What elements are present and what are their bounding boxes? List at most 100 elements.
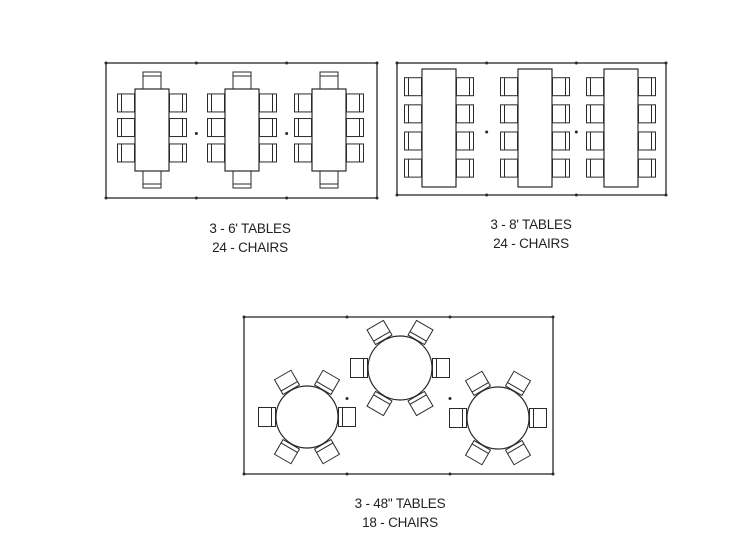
table-group — [404, 68, 474, 188]
table-group — [586, 68, 656, 188]
tent-pole — [395, 193, 399, 197]
chair-seat — [259, 93, 277, 113]
chair — [117, 143, 135, 163]
chair — [338, 407, 356, 427]
table — [603, 68, 639, 188]
chair-seat — [294, 118, 312, 138]
chair-seat — [207, 93, 225, 113]
table-group — [449, 370, 547, 466]
round-table — [367, 335, 433, 401]
caption-title: 3 - 8' TABLES — [490, 217, 572, 232]
chair-back — [507, 443, 525, 454]
chair — [294, 143, 312, 163]
tent-pole — [448, 472, 452, 476]
chair — [273, 369, 301, 396]
chair — [638, 158, 656, 178]
chair — [117, 93, 135, 113]
caption-title: 3 - 48" TABLES — [354, 496, 446, 511]
chair — [207, 118, 225, 138]
chair-seat — [294, 143, 312, 163]
chair — [142, 170, 162, 189]
caption-title: 3 - 6' TABLES — [209, 221, 291, 236]
chair-seat — [169, 118, 187, 138]
chair — [552, 77, 570, 97]
chair-seat — [586, 158, 604, 178]
chair-seat — [449, 408, 467, 428]
tent-pole — [574, 61, 578, 65]
chair — [500, 158, 518, 178]
chair-back — [409, 331, 427, 342]
chair — [552, 158, 570, 178]
chair-seat — [169, 93, 187, 113]
chair-seat — [259, 118, 277, 138]
table-group — [258, 369, 356, 465]
chair-back — [316, 381, 334, 392]
tent-pole — [194, 132, 198, 135]
tent-pole — [285, 61, 289, 65]
tent-outline — [396, 62, 667, 196]
chair-seat — [432, 358, 450, 378]
chair-seat — [456, 104, 474, 124]
tent-pole — [574, 193, 578, 197]
chair — [456, 131, 474, 151]
chair — [500, 131, 518, 151]
chair — [366, 319, 393, 346]
chair-seat — [500, 77, 518, 97]
table — [517, 68, 553, 188]
chair-seat — [319, 71, 339, 90]
chair-back — [373, 331, 391, 342]
table-group — [500, 68, 570, 188]
chair — [529, 408, 547, 428]
caption-eight-foot: 3 - 8' TABLES 24 - CHAIRS — [431, 215, 631, 253]
table-group — [207, 71, 277, 189]
tent-pole — [345, 315, 349, 319]
chair — [638, 77, 656, 97]
chair — [117, 118, 135, 138]
chair — [638, 131, 656, 151]
chair — [169, 93, 187, 113]
chair-seat — [404, 77, 422, 97]
chair — [232, 170, 252, 189]
chair — [456, 104, 474, 124]
chair — [586, 158, 604, 178]
chair — [142, 71, 162, 90]
chair-back — [471, 443, 489, 454]
chair — [169, 143, 187, 163]
chair-back — [471, 382, 489, 393]
chair — [456, 77, 474, 97]
tent-pole — [194, 61, 198, 65]
table-group — [117, 71, 187, 189]
chair-seat — [404, 104, 422, 124]
round-table — [275, 385, 339, 449]
chair-seat — [529, 408, 547, 428]
chair — [346, 93, 364, 113]
chair — [500, 104, 518, 124]
chair-seat — [638, 131, 656, 151]
chair-back — [280, 381, 298, 392]
table — [311, 88, 347, 172]
table-group — [350, 319, 450, 417]
chair-seat — [294, 93, 312, 113]
chair-seat — [117, 118, 135, 138]
chair-seat — [142, 71, 162, 90]
chair-seat — [346, 118, 364, 138]
chair — [638, 104, 656, 124]
chair-back — [507, 382, 525, 393]
chair — [319, 170, 339, 189]
chair-seat — [500, 158, 518, 178]
chair-seat — [586, 77, 604, 97]
chair-seat — [117, 143, 135, 163]
chair-seat — [500, 131, 518, 151]
tent-pole — [448, 315, 452, 319]
chair-seat — [346, 143, 364, 163]
tent-pole — [104, 61, 108, 65]
caption-subtitle: 24 - CHAIRS — [212, 240, 288, 255]
table — [224, 88, 260, 172]
chair-seat — [586, 131, 604, 151]
chair — [346, 143, 364, 163]
chair-back — [316, 442, 334, 453]
tent-pole — [285, 132, 289, 135]
table — [134, 88, 170, 172]
chair — [586, 131, 604, 151]
